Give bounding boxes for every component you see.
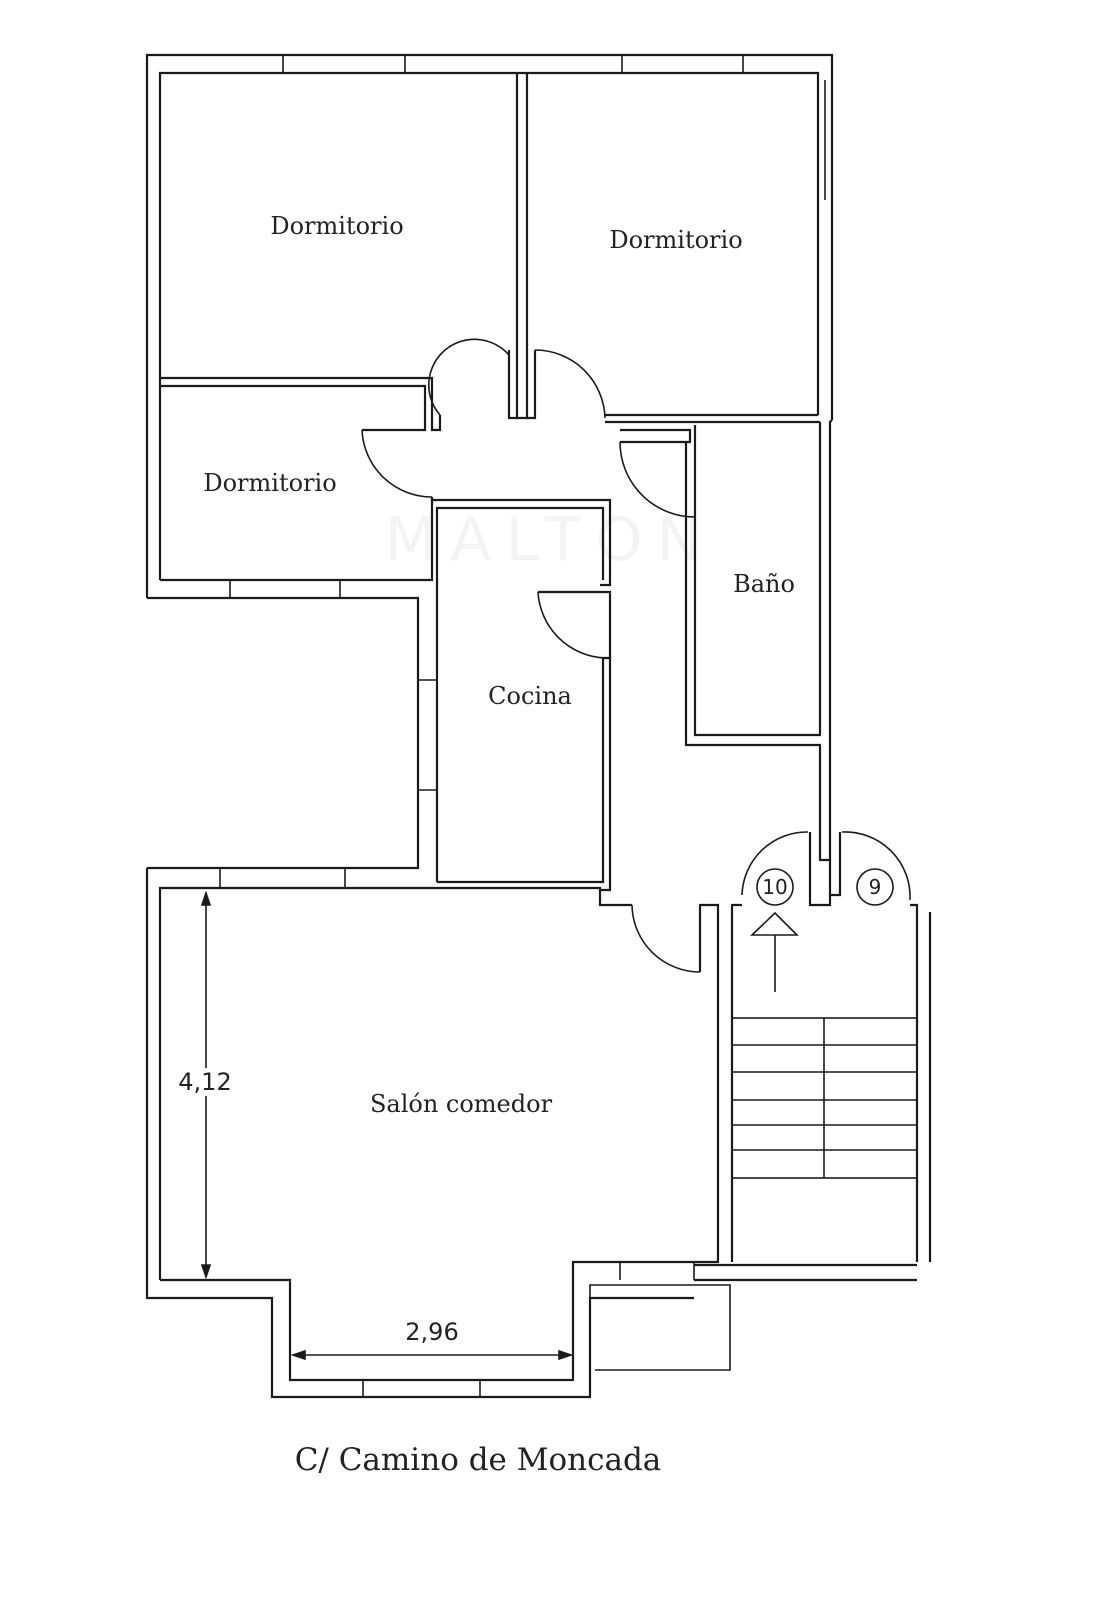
room-label-cocina: Cocina [488,682,572,710]
up-arrow-icon [750,911,799,992]
room-label-dormitorio-1: Dormitorio [270,212,404,240]
door-10-marker [756,868,794,906]
room-label-bano: Baño [733,570,795,598]
salon-inner-wall [158,886,632,1280]
dimension-width-label: 2,96 [405,1318,459,1346]
stair-steps [731,1017,918,1179]
door-arc [631,904,701,973]
dimension-height-label: 4,12 [178,1068,232,1096]
door-arc [361,429,433,498]
room-label-salon: Salón comedor [369,1090,553,1118]
door-number-9: 9 [868,875,882,899]
outer-wall [145,53,834,598]
dormitorio-3-wall [160,384,427,432]
dormitorio-1-wall [160,376,442,432]
street-label: C/ Camino de Moncada [294,1442,662,1478]
door-arc [537,591,606,659]
door-arc [534,349,606,419]
stair-wall [730,903,742,1262]
door-9-marker [856,868,894,906]
door-arc [619,441,696,518]
door-number-10: 10 [762,875,788,899]
outer-wall-inner [158,71,820,580]
door-arc [427,338,510,416]
dimension-width [290,1349,574,1361]
top-windows [282,55,826,200]
room-label-dormitorio-2: Dormitorio [609,226,743,254]
room-label-dormitorio-3: Dormitorio [203,469,337,497]
